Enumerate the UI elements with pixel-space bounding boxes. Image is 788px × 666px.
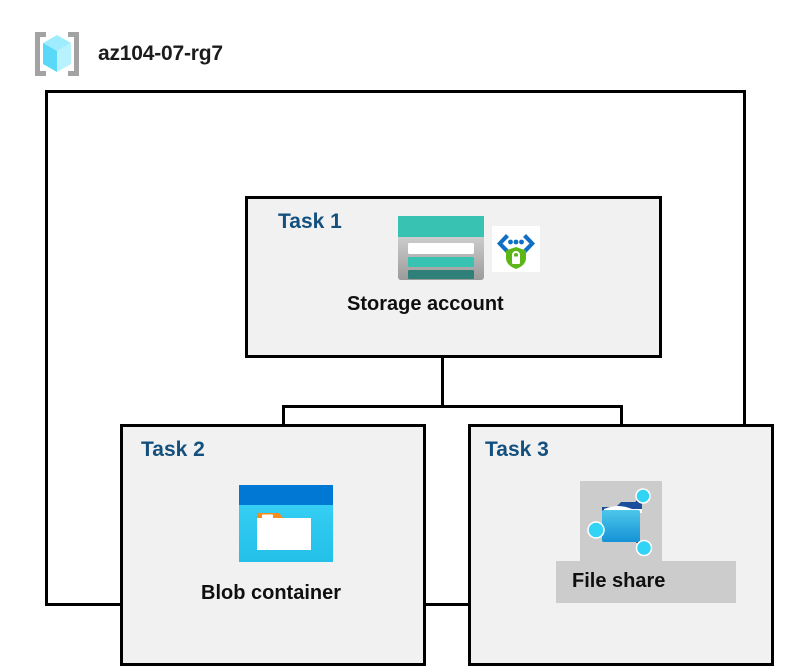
task-3-label: Task 3	[485, 438, 549, 461]
task-1-label: Task 1	[278, 210, 342, 233]
file-share-icon	[586, 485, 658, 559]
resource-group-header: az104-07-rg7	[30, 28, 223, 80]
resource-group-container: Task 1	[45, 90, 774, 666]
private-endpoint-icon	[492, 226, 540, 272]
task-2-label: Task 2	[141, 438, 205, 461]
connector-horizontal-bus	[282, 405, 623, 408]
resource-group-name: az104-07-rg7	[98, 42, 223, 65]
storage-icon-group	[396, 214, 546, 282]
resource-group-cube-icon	[30, 28, 84, 80]
connector-storage-to-bus	[441, 358, 444, 407]
file-share-label: File share	[572, 570, 666, 592]
storage-account-label: Storage account	[347, 293, 504, 315]
blob-container-icon	[239, 485, 333, 562]
file-share-label-highlight-plate	[556, 561, 736, 603]
diagram-canvas: az104-07-rg7 Task 1	[30, 28, 774, 666]
storage-account-icon	[396, 214, 486, 282]
blob-container-label: Blob container	[201, 582, 342, 604]
